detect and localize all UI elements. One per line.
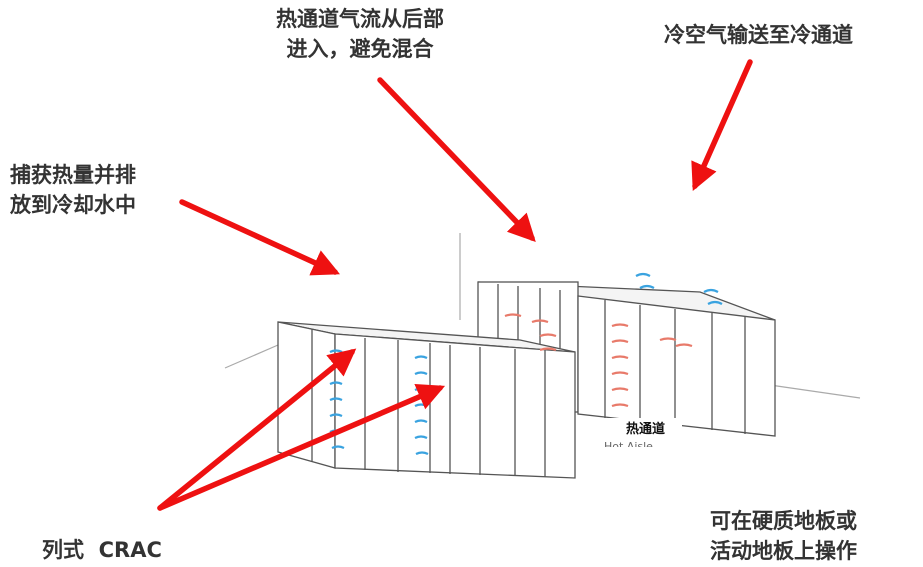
hot-aisle-label: 热通道 [626, 422, 666, 437]
capture-heat-label: 捕获热量并排 放到冷却水中 [10, 163, 136, 217]
hot-aisle-en-label: Hot Aisle [604, 440, 653, 447]
hot-airflow-arrow [504, 313, 693, 408]
front-rack-row [277, 321, 576, 479]
callout-arrow [157, 59, 753, 511]
hot-aisle-rear-label: 热通道气流从后部 进入，避免混合 [276, 7, 444, 61]
floor-type-label: 可在硬质地板或 活动地板上操作 [710, 509, 857, 563]
room-floor-lines [224, 233, 861, 399]
cold-air-label: 冷空气输送至冷通道 [664, 23, 853, 47]
cold-airflow-arrow [329, 272, 723, 456]
hot-aisle-tag-box [600, 418, 682, 456]
inrow-crac-label: 列式 CRAC [42, 538, 162, 562]
